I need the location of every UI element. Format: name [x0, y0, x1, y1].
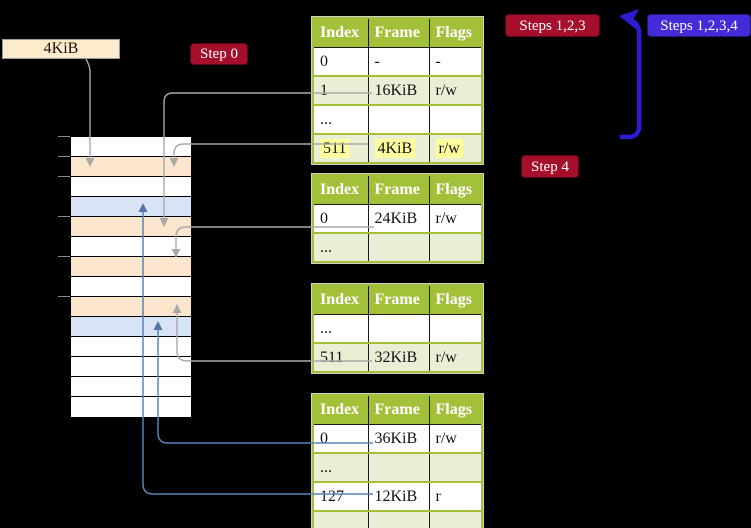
table-cell: r/w — [428, 204, 482, 233]
table-cell: - — [367, 47, 429, 76]
memory-frame-peach — [71, 257, 191, 277]
column-header: Index — [313, 175, 368, 205]
memory-frame-peach — [71, 217, 191, 237]
frame-size-label: 4KiB — [2, 39, 120, 59]
table-cell — [367, 453, 429, 482]
loop-arrowhead — [619, 9, 639, 30]
table-row: ... — [313, 105, 482, 134]
table-cell: 16KiB — [367, 76, 429, 105]
memory-frame-white — [71, 357, 191, 377]
table-cell: ... — [313, 453, 368, 482]
address-tick — [58, 216, 70, 217]
table-cell: 1 — [313, 76, 368, 105]
memory-frame-blue — [71, 317, 191, 337]
table-cell — [367, 105, 429, 134]
column-header: Frame — [367, 395, 429, 425]
table-cell: - — [428, 47, 482, 76]
table-cell — [428, 105, 482, 134]
table-row: ... — [313, 314, 482, 343]
table-cell: r/w — [428, 424, 482, 453]
table-cell: ... — [313, 511, 368, 528]
table-cell — [367, 233, 429, 262]
table-cell: r/w — [428, 134, 482, 163]
loop-arrow — [620, 17, 642, 140]
memory-frame-white — [71, 277, 191, 297]
column-header: Flags — [428, 395, 482, 425]
column-header: Index — [313, 395, 368, 425]
table-cell: ... — [313, 233, 368, 262]
column-header: Frame — [367, 175, 429, 205]
memory-frame-white — [71, 397, 191, 417]
table-cell: 127 — [320, 487, 344, 505]
highlighted-value: 4KiB — [374, 138, 416, 158]
table-cell: r/w — [428, 76, 482, 105]
table-cell — [428, 511, 482, 528]
table-cell — [428, 453, 482, 482]
memory-frame-peach — [71, 297, 191, 317]
table-row: ... — [313, 511, 482, 528]
address-tick — [58, 256, 70, 257]
table-cell: r/w — [428, 343, 482, 372]
table-cell: r — [428, 482, 482, 511]
table-row: 511 4KiB r/w — [313, 134, 482, 163]
table-cell — [428, 314, 482, 343]
address-tick — [58, 156, 70, 157]
table-row: 0 -- — [313, 47, 482, 76]
table-row: ... — [313, 233, 482, 262]
table-cell: 0 — [320, 52, 328, 70]
memory-frame-peach — [71, 157, 191, 177]
memory-frame-white — [71, 337, 191, 357]
table-cell: 511 — [313, 343, 368, 372]
column-header: Flags — [428, 285, 482, 315]
table-cell: 511 — [313, 134, 368, 163]
memory-frame-white — [71, 237, 191, 257]
column-header: Index — [313, 285, 368, 315]
table-cell: 0 — [320, 209, 328, 227]
column-header: Flags — [428, 175, 482, 205]
table-cell — [428, 233, 482, 262]
table-cell: 36KiB — [367, 424, 429, 453]
address-tick — [58, 296, 70, 297]
table-cell: 24KiB — [367, 204, 429, 233]
step0-badge: Step 0 — [190, 43, 248, 65]
memory-frame-white — [71, 377, 191, 397]
memory-frame-white — [71, 137, 191, 157]
table-cell: ... — [320, 110, 332, 128]
table-cell: 0 — [320, 429, 328, 447]
address-tick — [58, 176, 70, 177]
table-cell: 4KiB — [367, 134, 429, 163]
steps123-badge: Steps 1,2,3 — [505, 14, 600, 37]
address-tick — [58, 136, 70, 137]
table-cell: 12KiB — [367, 482, 429, 511]
table-row: ... — [313, 453, 482, 482]
highlighted-value: r/w — [435, 138, 463, 158]
memory-frame-blue — [71, 197, 191, 217]
table-cell — [367, 511, 429, 528]
column-header: Frame — [367, 285, 429, 315]
column-header: Frame — [367, 18, 429, 48]
column-header: Flags — [428, 18, 482, 48]
steps1234-badge: Steps 1,2,3,4 — [647, 14, 751, 37]
column-header: Index — [313, 18, 368, 48]
highlighted-value: 511 — [320, 138, 350, 158]
table-cell: ... — [320, 319, 332, 337]
step4-badge: Step 4 — [521, 155, 579, 178]
memory-column — [70, 136, 192, 418]
table-cell — [367, 314, 429, 343]
table-cell: 32KiB — [367, 343, 429, 372]
memory-frame-white — [71, 177, 191, 197]
